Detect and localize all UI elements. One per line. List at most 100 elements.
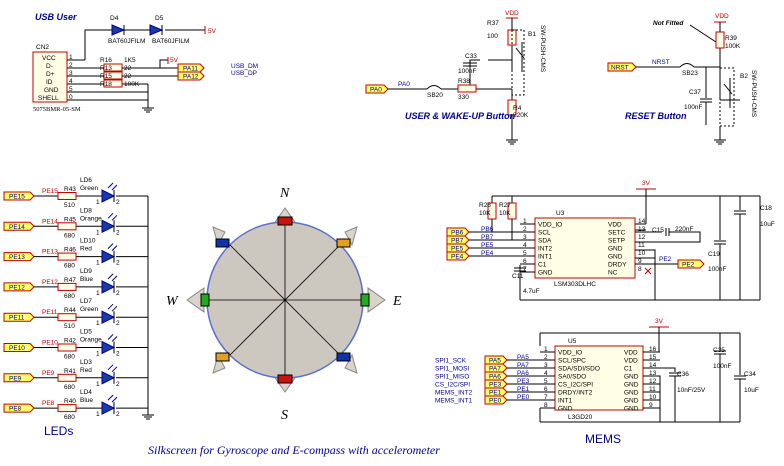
led-resistor bbox=[57, 282, 77, 291]
user-button-title: USER & WAKE-UP Button bbox=[405, 111, 516, 121]
u5-supply: 3V bbox=[655, 318, 664, 325]
u5-signal: MEMS_INT1 bbox=[435, 398, 473, 405]
c35-ref: C35 bbox=[713, 347, 725, 354]
led-color: Red bbox=[80, 367, 92, 374]
led-rays bbox=[107, 243, 118, 251]
u3-pin-name: NC bbox=[608, 270, 618, 277]
led-resistor-val: 680 bbox=[64, 414, 75, 421]
u5-pin-name: DRDY/INT2 bbox=[558, 390, 593, 397]
u3-port bbox=[446, 227, 470, 237]
port-pa12 bbox=[177, 71, 205, 81]
compass-led-se bbox=[336, 352, 351, 362]
u3-pin-num: 10 bbox=[638, 250, 646, 257]
usb-connector-part: 5075BMR-05-SM bbox=[33, 106, 81, 113]
led-resistor-val: 680 bbox=[64, 384, 75, 391]
u3-pin-name: VDD_IO bbox=[538, 222, 562, 229]
u3-port bbox=[446, 251, 470, 261]
led-rays bbox=[107, 394, 118, 403]
led-port-label: PE11 bbox=[9, 315, 25, 322]
u3-pin-name: SDA bbox=[538, 238, 552, 245]
compass-led-w bbox=[200, 293, 210, 307]
r16-ref: R16 bbox=[100, 57, 112, 64]
c37-ref: C37 bbox=[689, 89, 701, 96]
u3-pin-num: 12 bbox=[638, 234, 646, 241]
led-color: Orange bbox=[80, 337, 102, 344]
led-pin2: 2 bbox=[116, 381, 120, 388]
r37-ref: R37 bbox=[487, 20, 499, 27]
r18-ref: R18 bbox=[100, 81, 112, 88]
led-net: PE9 bbox=[42, 370, 55, 377]
led-color: Green bbox=[80, 185, 98, 192]
led-diode bbox=[101, 219, 116, 234]
led-color: Orange bbox=[80, 215, 102, 222]
c11-val: 4.7uF bbox=[523, 288, 540, 295]
compass-w-label: W bbox=[166, 294, 179, 309]
net-nrst: NRST bbox=[652, 59, 670, 66]
r39-val: 100K bbox=[725, 43, 741, 50]
r38-val: 330 bbox=[458, 94, 469, 101]
u5-signal: SPI1_MISO bbox=[435, 374, 469, 381]
u3-pin-name: SETP bbox=[608, 238, 625, 245]
r28-val: 10K bbox=[479, 210, 491, 217]
led-rays bbox=[107, 303, 118, 312]
usb-pinnum-0: 0 bbox=[69, 94, 73, 101]
led-diode bbox=[101, 340, 116, 355]
sb20-label: SB20 bbox=[427, 92, 443, 99]
led-pin2: 2 bbox=[116, 199, 120, 206]
sb23-label: SB23 bbox=[682, 70, 698, 77]
user-vdd: VDD bbox=[505, 10, 519, 17]
led-pin1: 1 bbox=[96, 320, 100, 327]
r28-ref: R28 bbox=[479, 202, 491, 209]
u5-port-label: PA7 bbox=[489, 366, 501, 373]
led-net: PE14 bbox=[42, 218, 58, 225]
led-ref: LD9 bbox=[80, 268, 92, 275]
led-net: PE12 bbox=[42, 279, 58, 286]
u3-port-label: PB7 bbox=[451, 238, 464, 245]
r39-ref: R39 bbox=[725, 35, 737, 42]
compass-led-s bbox=[277, 374, 293, 384]
led-diode bbox=[101, 249, 116, 264]
usb-pin-shell: SHELL bbox=[38, 95, 59, 102]
led-pin1: 1 bbox=[96, 260, 100, 267]
u5-pin-num: 12 bbox=[649, 378, 657, 385]
u5-net: PE1 bbox=[517, 386, 530, 393]
u5-ref: U5 bbox=[568, 338, 577, 345]
led-resistor-ref: R43 bbox=[64, 186, 76, 193]
r27-ref: R27 bbox=[499, 202, 511, 209]
c19-ref: C19 bbox=[708, 251, 720, 258]
compass-e-label: E bbox=[392, 294, 402, 309]
u5-port bbox=[484, 371, 508, 381]
led-rays bbox=[107, 334, 118, 342]
led-resistor-val: 680 bbox=[64, 263, 75, 270]
usb-pinnum-1: 1 bbox=[69, 54, 73, 61]
reset-vdd: VDD bbox=[715, 13, 729, 20]
led-pin1: 1 bbox=[96, 229, 100, 236]
u5-pin-num: 14 bbox=[649, 362, 657, 369]
u5-port-label: PA6 bbox=[489, 374, 501, 381]
led-ref: LD8 bbox=[80, 207, 92, 214]
led-port bbox=[3, 252, 35, 262]
led-port-label: PE10 bbox=[9, 345, 25, 352]
led-pin1: 1 bbox=[96, 199, 100, 206]
usb-pinnum-2: 2 bbox=[69, 62, 73, 69]
u3-port bbox=[446, 243, 470, 253]
led-resistor-ref: R45 bbox=[64, 216, 76, 223]
c36-ref: C36 bbox=[677, 371, 689, 378]
u5-port-label: PA5 bbox=[489, 358, 501, 365]
led-resistor-ref: R44 bbox=[64, 307, 76, 314]
u3-pin-name: SCL bbox=[538, 230, 551, 237]
d5-part: BAT60JFILM bbox=[152, 38, 189, 45]
led-diode bbox=[101, 370, 116, 385]
compass-s-label: S bbox=[281, 408, 288, 423]
led-port-label: PE15 bbox=[9, 194, 25, 201]
u3-pin-num: 3 bbox=[523, 234, 527, 241]
u3-net: PB6 bbox=[481, 226, 494, 233]
u3-port-label: PE4 bbox=[451, 254, 464, 261]
u5-pin-num: 7 bbox=[544, 394, 548, 401]
led-pin2: 2 bbox=[116, 290, 120, 297]
led-diode bbox=[101, 280, 116, 294]
r27-val: 10K bbox=[499, 210, 511, 217]
